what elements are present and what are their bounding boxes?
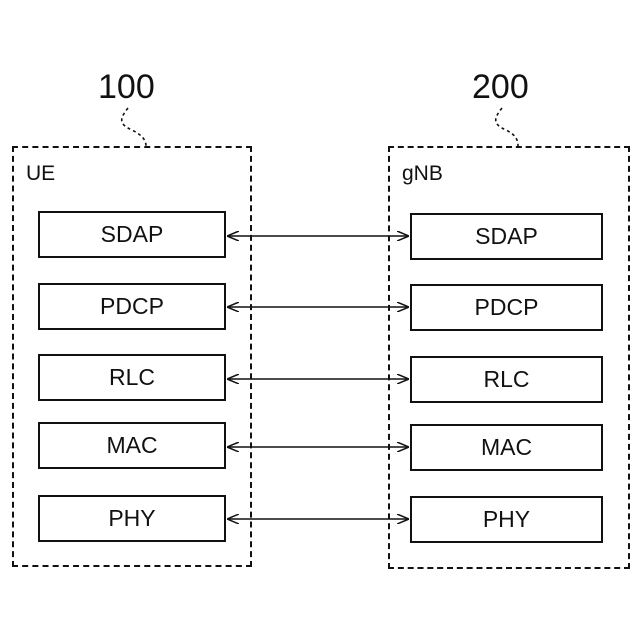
gnb-reference-numeral: 200 — [472, 68, 529, 107]
gnb-layer-sdap: SDAP — [410, 213, 603, 260]
gnb-layer-rlc: RLC — [410, 356, 603, 403]
leader-line-gnb — [496, 108, 518, 146]
ue-layer-rlc: RLC — [38, 354, 226, 401]
ue-layer-sdap: SDAP — [38, 211, 226, 258]
gnb-label: gNB — [402, 162, 443, 186]
ue-layer-mac: MAC — [38, 422, 226, 469]
gnb-layer-phy: PHY — [410, 496, 603, 543]
gnb-layer-mac: MAC — [410, 424, 603, 471]
ue-layer-phy: PHY — [38, 495, 226, 542]
leader-line-ue — [122, 108, 146, 146]
ue-reference-numeral: 100 — [98, 68, 155, 107]
ue-layer-pdcp: PDCP — [38, 283, 226, 330]
ue-label: UE — [26, 162, 55, 186]
gnb-layer-pdcp: PDCP — [410, 284, 603, 331]
